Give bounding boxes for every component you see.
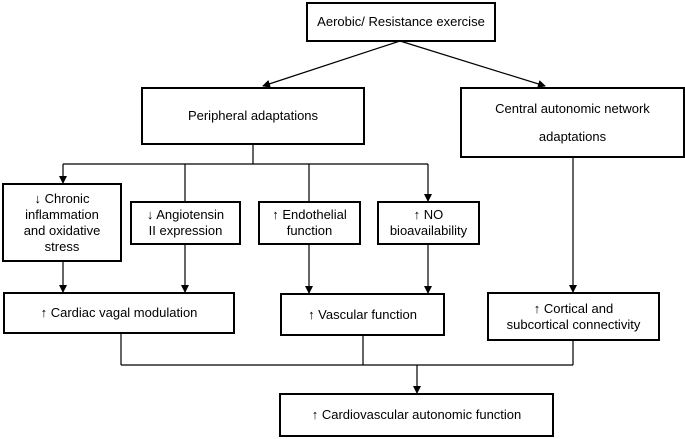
- box-exercise: Aerobic/ Resistance exercise: [306, 2, 496, 42]
- box-vascular: ↑ Vascular function: [280, 293, 445, 336]
- label-endothelial: ↑ Endothelial function: [272, 207, 347, 238]
- label-central: Central autonomic network adaptations: [495, 100, 650, 144]
- label-vascular: ↑ Vascular function: [308, 306, 417, 322]
- label-exercise: Aerobic/ Resistance exercise: [317, 14, 485, 29]
- label-no: ↑ NO bioavailability: [389, 207, 468, 238]
- box-endothelial: ↑ Endothelial function: [258, 201, 361, 245]
- box-cortical: ↑ Cortical and subcortical connectivity: [487, 292, 660, 341]
- box-peripheral: Peripheral adaptations: [141, 87, 365, 145]
- arrow-exercise-to-central: [399, 40, 546, 88]
- box-cardio: ↑ Cardiovascular autonomic function: [279, 393, 554, 437]
- arrow-exercise-to-peripheral: [262, 40, 401, 88]
- box-angiotensin: ↓ Angiotensin II expression: [130, 201, 241, 245]
- box-inflammation: ↓ Chronic inflammation and oxidative str…: [2, 183, 122, 262]
- label-cortical: ↑ Cortical and subcortical connectivity: [506, 300, 641, 332]
- label-peripheral: Peripheral adaptations: [187, 108, 319, 123]
- box-central: Central autonomic network adaptations: [460, 87, 685, 158]
- box-vagal: ↑ Cardiac vagal modulation: [3, 292, 235, 334]
- box-no: ↑ NO bioavailability: [377, 201, 480, 245]
- label-inflammation: ↓ Chronic inflammation and oxidative str…: [23, 190, 101, 254]
- label-angiotensin: ↓ Angiotensin II expression: [146, 207, 225, 238]
- label-vagal: ↑ Cardiac vagal modulation: [40, 305, 198, 320]
- label-cardio: ↑ Cardiovascular autonomic function: [311, 407, 522, 422]
